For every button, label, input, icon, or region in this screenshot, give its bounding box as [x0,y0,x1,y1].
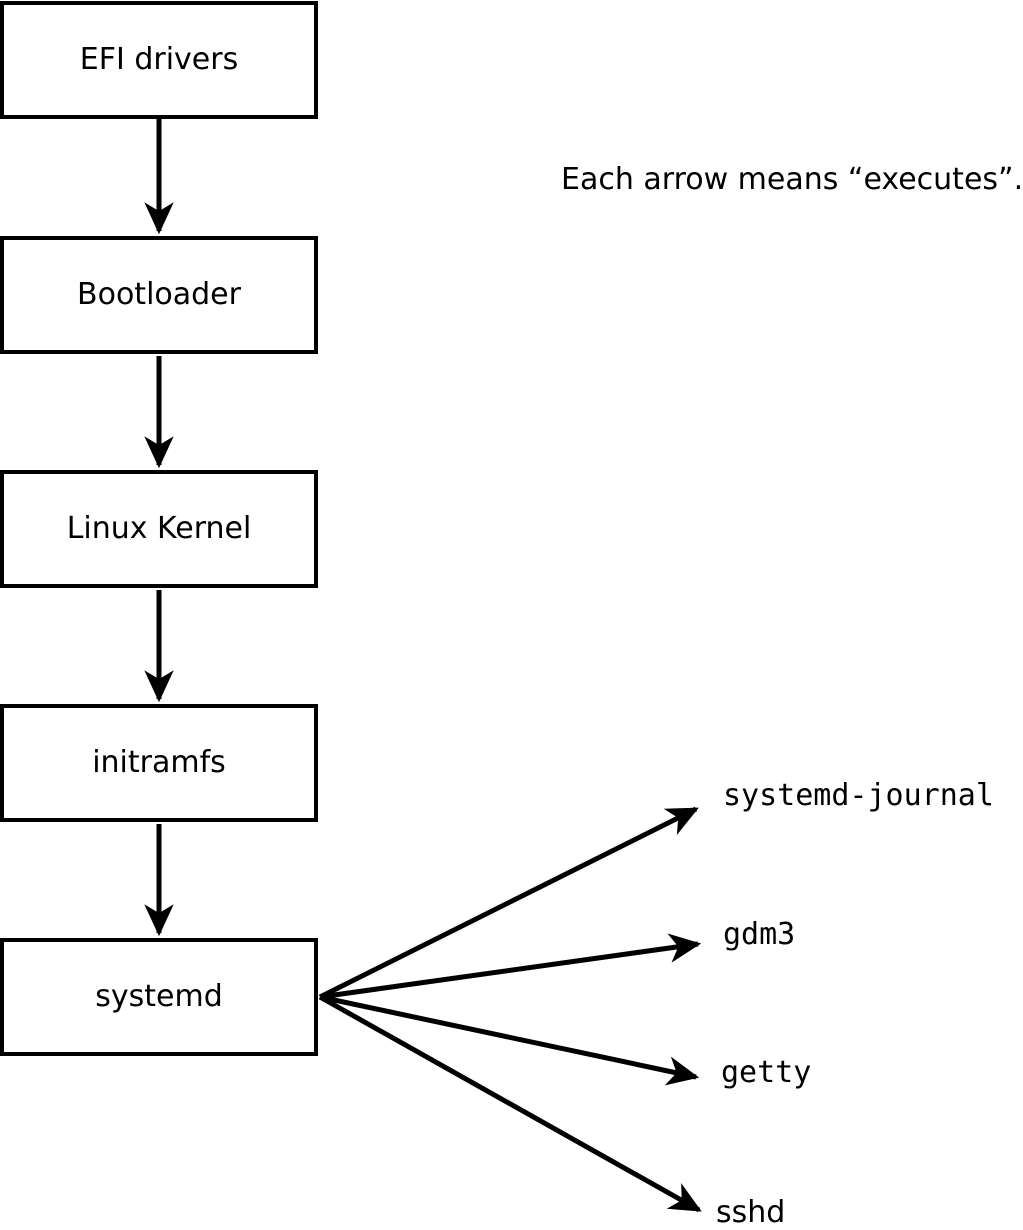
service-label-systemd-journal: systemd-journal [723,778,994,813]
arrow-systemd-to-sshd [318,994,702,1213]
service-label-gdm3: gdm3 [723,917,796,952]
node-label: Linux Kernel [66,511,252,546]
node-label: initramfs [92,745,226,780]
arrow-systemd-to-getty [319,994,700,1086]
node-label: Bootloader [77,277,241,312]
service-label-sshd: sshd [716,1195,786,1230]
node-efi-drivers: EFI drivers [0,1,318,119]
arrow-systemd-to-gdm3 [319,933,702,1000]
node-label: EFI drivers [79,42,239,77]
node-linux-kernel: Linux Kernel [0,470,318,588]
node-systemd: systemd [0,938,318,1056]
service-label-getty: getty [721,1055,812,1090]
node-bootloader: Bootloader [0,236,318,354]
arrow-legend-note: Each arrow means “executes”. [561,162,1023,197]
node-initramfs: initramfs [0,704,318,822]
arrow-systemd-to-journal [318,806,699,1000]
node-label: systemd [95,979,223,1014]
